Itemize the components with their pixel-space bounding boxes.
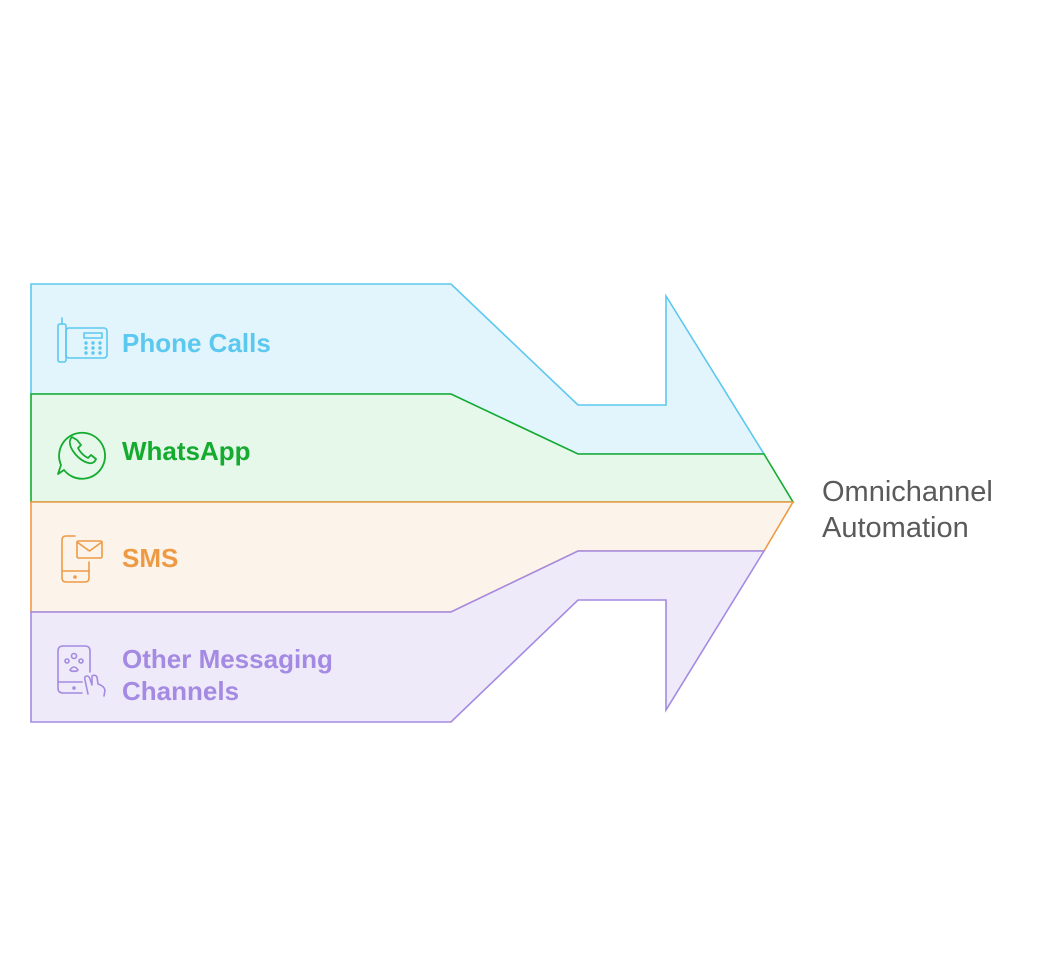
whatsapp-icon (57, 431, 106, 480)
desk-phone-icon (57, 317, 108, 363)
band-other-messaging-channels (30, 550, 766, 723)
channel-label-phone-calls: Phone Calls (122, 328, 271, 358)
target-label-omnichannel-automation: Omnichannel Automation (822, 476, 993, 544)
channel-label-other-messaging-channels: Other Messaging Channels (122, 644, 333, 706)
channel-label-whatsapp: WhatsApp (122, 436, 251, 466)
tablet-touch-icon (57, 645, 106, 697)
channel-label-sms: SMS (122, 543, 179, 573)
mobile-message-icon (61, 535, 103, 583)
